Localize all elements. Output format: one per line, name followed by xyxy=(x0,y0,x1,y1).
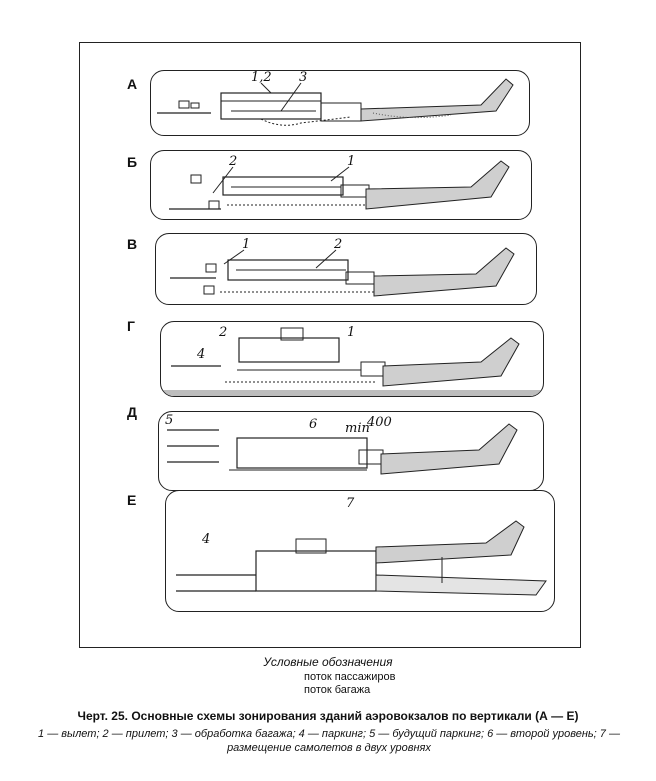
scheme-b-label-1: 2 xyxy=(228,154,237,169)
legend-baggage-label: поток багажа xyxy=(304,684,371,696)
scheme-d-label-4: 400 xyxy=(366,415,392,430)
row-letter-e: Е xyxy=(127,492,137,508)
row-letter-d: Д xyxy=(127,404,137,420)
scheme-panel-d: 5 6 min 400 xyxy=(158,411,544,491)
scheme-g-drawing: 2 1 4 xyxy=(161,325,543,396)
legend-title: Условные обозначения xyxy=(263,655,393,669)
scheme-v-label-2: 2 xyxy=(333,237,342,252)
row-letter-a: А xyxy=(127,76,138,92)
legend-passenger-label: поток пассажиров xyxy=(304,671,396,683)
scheme-e-label-2: 7 xyxy=(346,496,355,511)
scheme-b-label-2: 1 xyxy=(347,154,355,169)
scheme-d-label-1: 5 xyxy=(165,413,173,428)
scheme-panel-a: 1,2 3 xyxy=(150,70,530,136)
row-letter-b: Б xyxy=(127,154,138,170)
scheme-v-label-1: 1 xyxy=(242,237,250,252)
scheme-d-label-3: min xyxy=(345,421,370,436)
scheme-v-drawing: 1 2 xyxy=(170,237,515,297)
scheme-b-drawing: 2 1 xyxy=(169,154,510,210)
scheme-d-drawing: 5 6 min 400 xyxy=(165,413,518,475)
scheme-panel-v: 1 2 xyxy=(155,233,537,305)
figure-caption: Черт. 25. Основные схемы зонирования зда… xyxy=(77,709,579,723)
scheme-a-drawing: 1,2 3 xyxy=(157,71,514,126)
scheme-e-drawing: 4 7 xyxy=(176,496,547,596)
figure-frame xyxy=(79,42,581,648)
scheme-e-label-1: 4 xyxy=(201,532,210,547)
scheme-a-label-1: 1,2 xyxy=(251,71,272,85)
scheme-d-label-2: 6 xyxy=(309,417,317,432)
row-letter-v: В xyxy=(127,236,138,252)
row-letter-g: Г xyxy=(127,318,135,334)
figure-caption-detail: 1 — вылет; 2 — прилет; 3 — обработка баг… xyxy=(38,728,620,754)
scheme-panel-e: 4 7 xyxy=(165,490,555,612)
scheme-g-label-2: 1 xyxy=(347,325,355,340)
scheme-panel-b: 2 1 xyxy=(150,150,532,220)
scheme-g-label-3: 4 xyxy=(196,347,205,362)
scheme-g-label-1: 2 xyxy=(218,325,227,340)
scheme-panel-g: 2 1 4 xyxy=(160,321,544,397)
scheme-a-label-2: 3 xyxy=(299,71,307,85)
